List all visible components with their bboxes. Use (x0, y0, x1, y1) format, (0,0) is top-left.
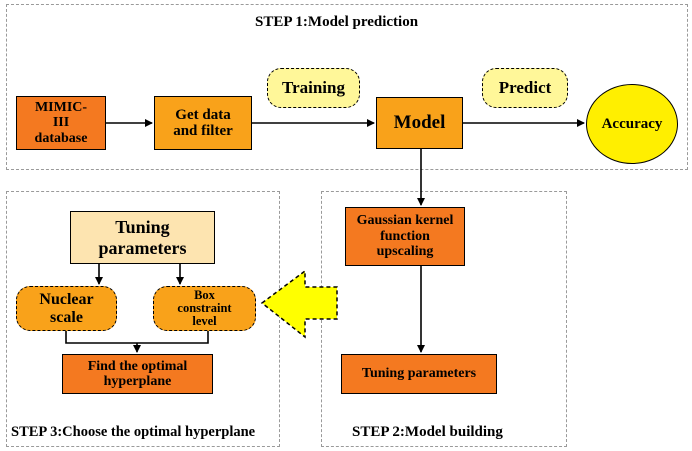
nuclear-scale-label: Nuclear scale (39, 290, 94, 326)
find-hyperplane-label: Find the optimal hyperplane (87, 358, 188, 389)
gaussian-kernel-label: Gaussian kernel function upscaling (356, 213, 454, 260)
merge-line (65, 331, 209, 344)
tuning-parameters-step3-label: Tuning parameters (98, 216, 187, 258)
predict-bubble: Predict (482, 68, 568, 108)
find-hyperplane-node: Find the optimal hyperplane (62, 354, 213, 394)
get-data-label: Get data and filter (173, 106, 233, 140)
step2-title: STEP 2:Model building (352, 424, 503, 440)
box-constraint-bubble: Box constraint level (153, 286, 256, 331)
predict-label: Predict (498, 77, 552, 97)
accuracy-node: Accuracy (586, 84, 678, 164)
step3-title: STEP 3:Choose the optimal hyperplane (11, 424, 256, 440)
mimic-database-label: MIMIC- III database (34, 99, 88, 146)
gaussian-kernel-node: Gaussian kernel function upscaling (345, 207, 465, 266)
tuning-parameters-step2-label: Tuning parameters (361, 366, 477, 382)
tuning-parameters-step3-node: Tuning parameters (70, 211, 215, 264)
model-node: Model (376, 97, 463, 149)
get-data-node: Get data and filter (154, 96, 252, 150)
nuclear-scale-bubble: Nuclear scale (16, 286, 117, 331)
mimic-database-node: MIMIC- III database (16, 96, 106, 150)
box-constraint-label: Box constraint level (177, 287, 232, 329)
training-bubble: Training (267, 68, 360, 108)
accuracy-label: Accuracy (601, 115, 663, 132)
step3-frame (6, 191, 280, 447)
tuning-parameters-step2-node: Tuning parameters (341, 354, 497, 394)
model-label: Model (393, 111, 446, 133)
step1-title: STEP 1:Model prediction (255, 14, 419, 30)
step1-frame (6, 4, 688, 170)
big-left-arrow (260, 269, 338, 339)
training-label: Training (282, 77, 345, 97)
